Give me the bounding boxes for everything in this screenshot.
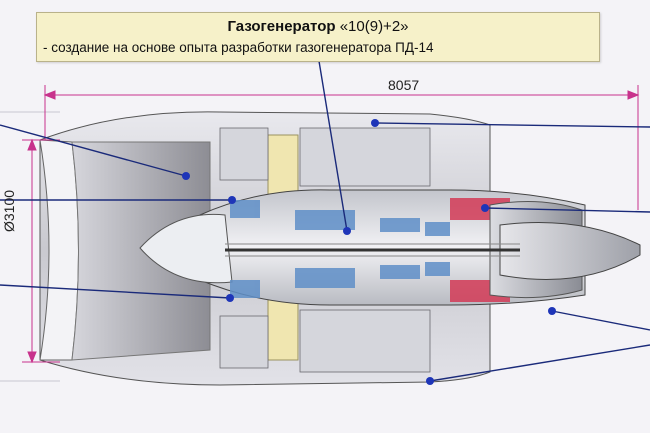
leader-lines <box>0 54 650 382</box>
inlet-duct <box>71 141 211 361</box>
diameter-dimension-label: Ø3100 <box>1 189 17 232</box>
compressor-stages <box>230 200 450 298</box>
bypass-panels <box>219 127 431 373</box>
callout-title-bold: Газогенератор <box>227 18 336 35</box>
length-dimension-label: 8057 <box>388 77 420 93</box>
dimension-length-line <box>43 85 640 210</box>
callout-subtitle: - создание на основе опыта разработки га… <box>43 40 434 55</box>
callout-title-rest: «10(9)+2» <box>335 18 409 35</box>
tail-cone <box>499 222 641 280</box>
gas-generator-callout: Газогенератор «10(9)+2» - создание на ос… <box>36 12 600 62</box>
callout-title: Газогенератор «10(9)+2» <box>37 18 599 35</box>
rail-lines <box>0 111 60 382</box>
leader-dots <box>182 119 556 385</box>
